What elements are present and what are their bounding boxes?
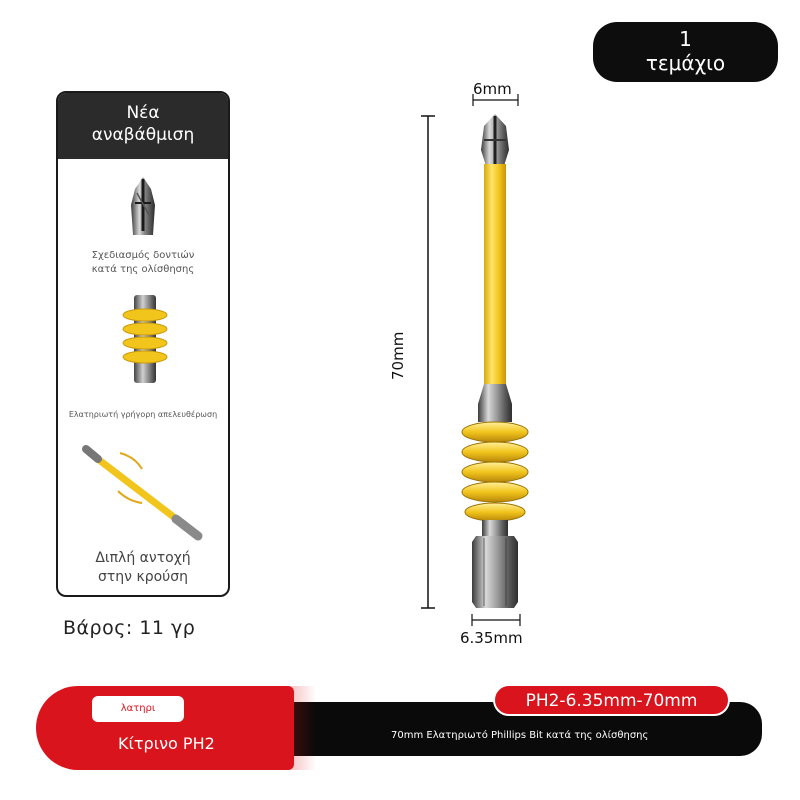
feature-1-line2: κατά της ολίσθησης bbox=[91, 264, 195, 275]
shank-width-label: 6.35mm bbox=[460, 629, 523, 647]
feature-card-header: Νέα αναβάθμιση bbox=[58, 93, 228, 159]
feature-3-line2: στην κρούση bbox=[98, 569, 188, 585]
screwdriver-bit-illustration bbox=[421, 94, 529, 626]
variant-name: Κίτρινο PH2 bbox=[118, 734, 215, 753]
spec-pill: PH2-6.35mm-70mm bbox=[493, 684, 730, 716]
feature-card: Νέα αναβάθμιση Σχεδιασμός δοντιών κατά τ… bbox=[56, 91, 230, 597]
variant-chip: λατηρι bbox=[92, 696, 184, 722]
banner-description: 70mm Ελατηριωτό Phillips Bit κατά της ολ… bbox=[391, 730, 649, 741]
phillips-tip-icon bbox=[131, 177, 155, 235]
feature-1-line1: Σχεδιασμός δοντιών bbox=[91, 250, 195, 261]
feature-caption-impact: Διπλή αντοχή στην κρούση bbox=[58, 549, 228, 587]
quantity-badge: 1 τεμάχιο bbox=[593, 22, 778, 82]
feature-header-line2: αναβάθμιση bbox=[91, 125, 195, 145]
impact-bit-icon bbox=[82, 445, 203, 541]
length-label: 70mm bbox=[389, 331, 407, 380]
feature-2-line1: Ελατηριωτή γρήγορη απελευθέρωση bbox=[68, 410, 218, 419]
feature-3-line1: Διπλή αντοχή bbox=[95, 550, 191, 566]
banner-red-fade bbox=[216, 686, 316, 770]
quantity-number: 1 bbox=[679, 27, 692, 51]
feature-caption-anti-slip: Σχεδιασμός δοντιών κατά της ολίσθησης bbox=[58, 249, 228, 277]
variant-banner: λατηρι Κίτρινο PH2 PH2-6.35mm-70mm 70mm … bbox=[36, 684, 764, 770]
quantity-unit: τεμάχιο bbox=[645, 51, 726, 75]
weight-label: Βάρος: 11 γρ bbox=[63, 617, 196, 639]
feature-caption-spring: Ελατηριωτή γρήγορη απελευθέρωση bbox=[58, 408, 228, 422]
spring-icon bbox=[122, 295, 168, 383]
tip-width-label: 6mm bbox=[473, 80, 512, 98]
feature-header-line1: Νέα bbox=[126, 103, 160, 123]
